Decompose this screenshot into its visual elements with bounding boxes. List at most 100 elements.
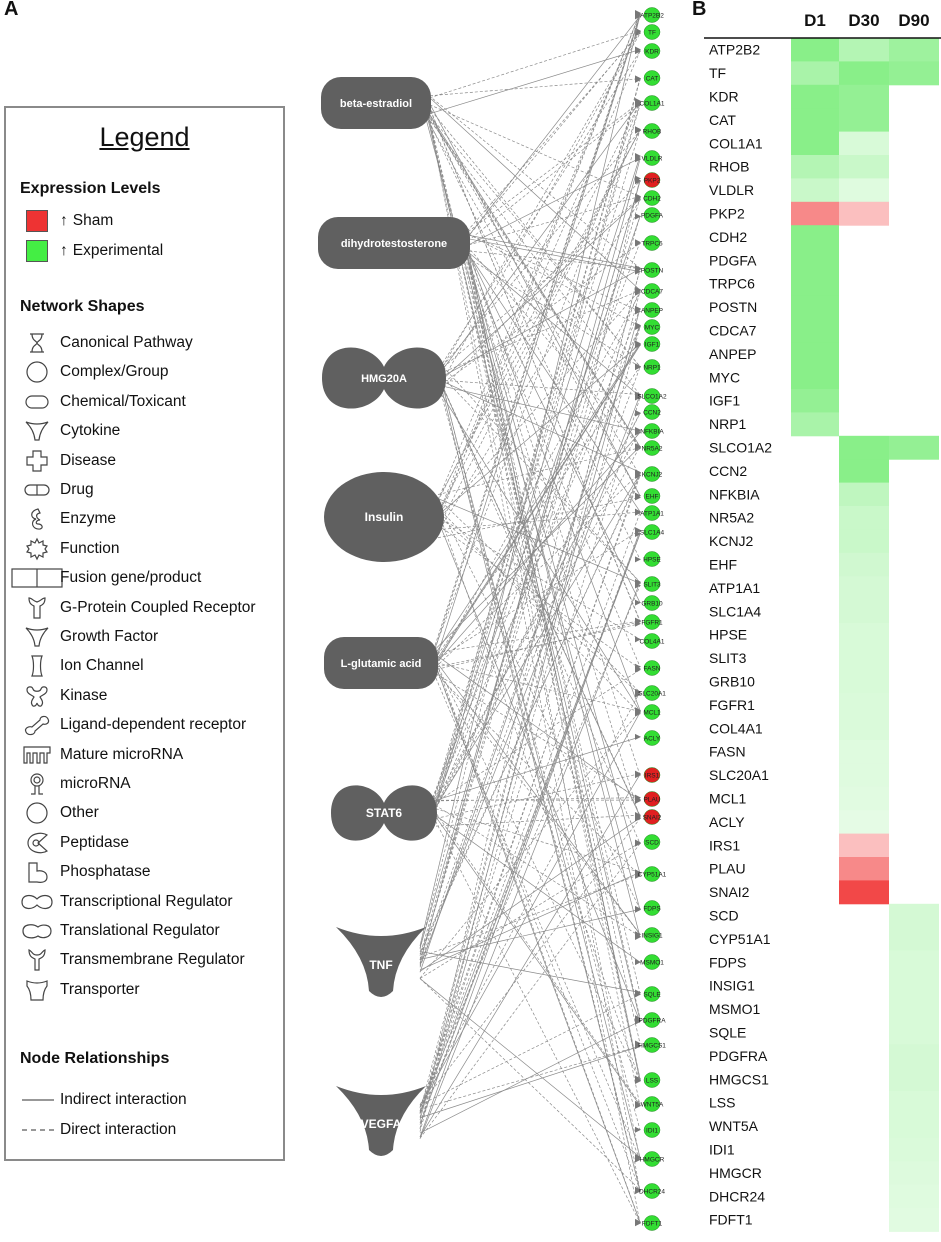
gene-node-shape xyxy=(643,302,661,318)
growth-factor-shape xyxy=(336,927,426,997)
heatmap-cell xyxy=(791,155,839,179)
gene-node-shape xyxy=(643,7,661,23)
gene-node-shape xyxy=(643,986,661,1002)
gene-node: SQLE xyxy=(643,986,661,1002)
gene-node-shape xyxy=(643,359,661,375)
gene-node: MYC xyxy=(643,319,661,335)
shape-legend-item: Canonical Pathway xyxy=(20,330,193,356)
edge-arrowhead xyxy=(635,1154,641,1161)
panel-label-b: B xyxy=(692,0,707,20)
shape-label: Fusion gene/product xyxy=(60,569,202,587)
gene-node-shape xyxy=(643,954,661,970)
heatmap-cell xyxy=(791,272,839,296)
legend-box: Legend Expression Levels ↑Sham↑Experimen… xyxy=(4,106,285,1161)
ligand-receptor-icon xyxy=(20,712,54,738)
heatmap-row-label: HPSE xyxy=(709,627,747,643)
hub-label: dihydrotestosterone xyxy=(341,238,447,250)
heatmap-cell xyxy=(791,108,839,133)
heatmap-cell xyxy=(791,61,839,86)
gene-node: ATP2B2 xyxy=(640,7,664,23)
heatmap-cell xyxy=(839,623,889,647)
gene-node-label: ACLY xyxy=(644,735,661,742)
heatmap-cell xyxy=(889,1067,939,1092)
gene-node-label: CCN2 xyxy=(643,409,661,416)
gene-node-shape xyxy=(643,172,661,188)
heatmap-row-label: FASN xyxy=(709,744,746,760)
direct-interaction-edge xyxy=(437,12,641,516)
heatmap-row-label: IRS1 xyxy=(709,837,740,853)
heatmap-cell xyxy=(791,201,839,226)
phosphatase-icon xyxy=(20,859,54,885)
indirect-interaction-edge xyxy=(437,343,641,516)
direct-interaction-edge xyxy=(439,243,641,386)
gene-node: COL1A1 xyxy=(640,95,665,111)
direct-interaction-edge xyxy=(437,507,641,715)
direct-interaction-edge xyxy=(419,818,641,1107)
heatmap-row-label: NFKBIA xyxy=(709,486,760,502)
gene-node: GRB10 xyxy=(641,595,663,611)
shape-legend-item: G-Protein Coupled Receptor xyxy=(20,595,256,621)
indirect-interaction-edge xyxy=(430,155,641,818)
heatmap-row-label: CCN2 xyxy=(709,463,747,479)
edge-arrowhead xyxy=(635,364,641,371)
heatmap-cell xyxy=(839,552,889,577)
direct-interaction-edge xyxy=(419,268,641,1118)
edge-arrowhead xyxy=(635,688,641,695)
gene-node-shape xyxy=(643,1183,661,1199)
direct-interaction-edge xyxy=(419,1045,641,1110)
shape-label: Drug xyxy=(60,481,94,498)
gene-node-shape xyxy=(643,207,661,223)
edge-arrowhead xyxy=(635,101,641,108)
direct-interaction-edge xyxy=(431,292,641,675)
indirect-interaction-edge xyxy=(463,244,641,938)
edge-arrowhead xyxy=(635,175,641,182)
shape-legend-item: Enzyme xyxy=(20,506,116,532)
edge-arrowhead xyxy=(635,599,641,606)
edge-arrowhead xyxy=(635,579,641,586)
gene-node: RHOB xyxy=(643,123,661,139)
shape-legend-item: Ligand-dependent receptor xyxy=(20,712,246,738)
gene-node: HMGCS1 xyxy=(638,1037,666,1053)
shape-legend-item: Function xyxy=(20,536,119,562)
gene-node-label: FASN xyxy=(644,665,661,672)
heatmap-row-label: ATP1A1 xyxy=(709,580,760,596)
gene-node-shape xyxy=(643,1012,661,1028)
heatmap-row-label: MSMO1 xyxy=(709,1001,761,1017)
heatmap-row-label: PDGFA xyxy=(709,252,757,268)
gene-node-shape xyxy=(643,866,661,882)
indirect-interaction-edge xyxy=(463,243,641,603)
heatmap-cell xyxy=(791,38,839,62)
peptidase-icon xyxy=(20,830,54,856)
gene-node: PDGFRA xyxy=(638,1012,666,1028)
edge-arrowhead xyxy=(635,509,641,516)
gene-node-shape xyxy=(643,791,661,807)
gene-node: CCN2 xyxy=(643,404,661,420)
heatmap-row-label: SCD xyxy=(709,908,739,924)
gene-node-label: IGF1 xyxy=(645,341,660,348)
rounded-rect-icon xyxy=(20,389,54,415)
indirect-interaction-edge xyxy=(439,198,641,382)
edge-arrowhead xyxy=(635,1077,641,1084)
heatmap-column-header: D30 xyxy=(848,11,879,30)
mature-mirna-icon xyxy=(20,742,54,768)
heatmap-row-label: HMGCR xyxy=(709,1165,762,1181)
heatmap-row-label: MCL1 xyxy=(709,791,747,807)
heatmap-row-label: TF xyxy=(709,65,726,81)
other-shape xyxy=(324,472,444,562)
hub-node: dihydrotestosterone xyxy=(318,217,470,269)
gene-node: PLAU xyxy=(643,791,661,807)
shape-legend-item: Chemical/Toxicant xyxy=(20,389,186,415)
heatmap-row-label: EHF xyxy=(709,557,737,573)
gene-node: HMGCR xyxy=(640,1151,665,1167)
edge-arrowhead xyxy=(635,556,641,563)
heatmap-cell xyxy=(839,599,889,624)
gene-node-label: CDH2 xyxy=(643,195,661,202)
color-swatch xyxy=(20,208,54,234)
direct-interaction-edge xyxy=(419,291,641,1129)
edge-arrowhead xyxy=(635,194,641,201)
hub-node: Insulin xyxy=(324,472,444,562)
gene-node: FASN xyxy=(644,660,661,676)
heatmap-cell xyxy=(889,435,939,460)
heatmap-cell xyxy=(889,927,939,952)
direct-interaction-edge xyxy=(439,197,641,371)
